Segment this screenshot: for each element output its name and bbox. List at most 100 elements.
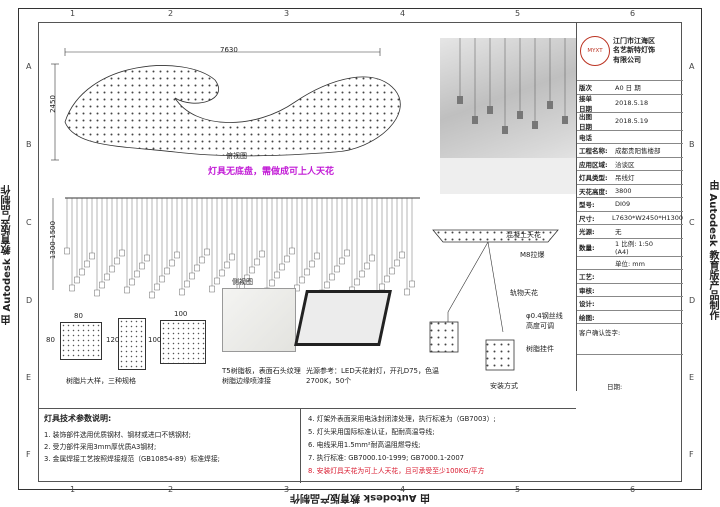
title-block-value: DI09 xyxy=(615,200,631,209)
title-block-value: 洽谈区 xyxy=(615,160,635,169)
title-block-value: 成都贵阳售楼部 xyxy=(615,147,661,156)
title-block-row: 数量:1 比例: 1:50 (A4) xyxy=(577,239,683,257)
pendant-piece xyxy=(314,252,320,260)
sample-square-80 xyxy=(60,322,102,360)
pendant-piece xyxy=(154,283,160,291)
pendant-piece xyxy=(309,260,315,268)
pendant-piece xyxy=(109,265,115,273)
installation-diagram xyxy=(429,229,559,371)
bottom-watermark: 由 Autodesk 教育版产品制作 xyxy=(290,492,431,503)
pendant-piece xyxy=(179,288,185,296)
pendant-piece xyxy=(209,285,215,293)
side-watermark-left: 由 Autodesk 教育版产品制作 xyxy=(2,185,13,326)
title-block-row: 型号: DI09 xyxy=(577,198,683,212)
pendant-piece xyxy=(204,248,210,256)
title-block-key: 设计: xyxy=(579,300,595,309)
pendant-piece xyxy=(94,289,100,297)
top-view-height-dim: 2450 xyxy=(48,95,57,113)
sample-square-100 xyxy=(160,320,206,364)
spec-left-line: 2. 受力部件采用3mm厚优质A3钢材; xyxy=(44,443,157,451)
row-letter: F xyxy=(689,450,694,459)
column-number: 4 xyxy=(400,485,406,494)
gypsum-label: 轨物天花 xyxy=(510,289,538,297)
column-number: 6 xyxy=(630,9,636,18)
pendant-piece xyxy=(249,266,255,274)
title-block-key: 版次 xyxy=(579,84,592,93)
title-block-row: 应用区域: 洽谈区 xyxy=(577,158,683,171)
pendant-piece xyxy=(324,281,330,289)
column-number: 3 xyxy=(284,485,290,494)
top-view-drawing xyxy=(51,48,401,161)
pendant-piece xyxy=(404,288,410,296)
pendant-piece xyxy=(114,257,120,265)
company-header: MYXT 江门市江海区 名艺新特灯饰 有限公司 xyxy=(577,22,683,81)
spec-divider xyxy=(300,409,301,483)
sample-caption: 树脂片大样，三种规格 xyxy=(66,377,136,385)
row-letter: C xyxy=(689,218,695,227)
title-block-key: 应用区域: xyxy=(579,160,608,169)
pendant-piece xyxy=(119,249,125,257)
pendant-piece xyxy=(254,258,260,266)
title-block-value: 单位: mm xyxy=(615,259,645,268)
row-letter: F xyxy=(26,450,31,459)
resin-panel-edge-image xyxy=(294,290,392,346)
title-block-key: 审核: xyxy=(579,286,595,295)
spec-right-line: 5. 灯头采用国际标准认证，配耐高温导线; xyxy=(308,428,435,436)
pendant-piece xyxy=(74,276,80,284)
side-view-drawing xyxy=(52,197,420,299)
pendant-piece xyxy=(159,275,165,283)
title-block-key: 出图 日期 xyxy=(579,113,592,131)
sample-dim: 80 xyxy=(74,312,83,320)
spec-notes: 灯具技术参数说明: 1. 装饰部件选用优质钢材、钢材或进口不锈钢材; 2. 受力… xyxy=(38,408,576,483)
title-block-value: 1 比例: 1:50 (A4) xyxy=(615,240,654,256)
row-letter: D xyxy=(689,296,696,305)
pendant-piece xyxy=(164,267,170,275)
sample-dim: 100 xyxy=(148,336,162,344)
pendant-piece xyxy=(304,268,310,276)
title-block-value: L7630*W2450*H1300 xyxy=(611,213,683,222)
drawing-inner-border xyxy=(38,22,682,482)
resin-panel-image xyxy=(222,288,296,352)
column-number: 1 xyxy=(70,9,76,18)
sample-dim: 80 xyxy=(46,336,55,344)
pendant-piece xyxy=(64,247,70,255)
pendant-piece xyxy=(199,256,205,264)
side-view-height-dim: 1300-1500 xyxy=(49,220,58,260)
side-watermark-right: 由 Autodesk 教育版产品制作 xyxy=(707,179,718,320)
row-letter: E xyxy=(26,373,32,382)
pendant-piece xyxy=(329,273,335,281)
product-photo xyxy=(440,38,576,194)
pendant-piece xyxy=(244,274,250,282)
title-block-row: 工程名称:成都贵阳售楼部 xyxy=(577,144,683,158)
pendant-piece xyxy=(174,251,180,259)
title-block-row: 电话 xyxy=(577,131,683,144)
spec-left-line: 1. 装饰部件选用优质钢材、钢材或进口不锈钢材; xyxy=(44,431,191,439)
pendant-piece xyxy=(339,257,345,265)
title-block-row: 尺寸:L7630*W2450*H1300 xyxy=(577,212,683,225)
spec-right-line: 4. 灯架外表面采用电泳封闭漆处理，执行标准为（GB7003）; xyxy=(308,415,496,423)
title-block-key: 天花高度: xyxy=(579,187,608,196)
spec-title: 灯具技术参数说明: xyxy=(44,414,112,423)
pendant-piece xyxy=(134,270,140,278)
pendant-piece xyxy=(219,269,225,277)
title-block-key: 灯具类型: xyxy=(579,174,608,183)
pendant-piece xyxy=(104,273,110,281)
row-letter: C xyxy=(26,218,32,227)
title-block-value: A0 日 期 xyxy=(615,84,641,93)
sample-dim: 100 xyxy=(174,310,188,318)
title-block-row: 天花高度:3800 xyxy=(577,185,683,198)
pendant-piece xyxy=(344,249,350,257)
top-view-width-dim: 7630 xyxy=(220,46,238,54)
title-block-key: 型号: xyxy=(579,201,595,210)
pendant-piece xyxy=(124,286,130,294)
pendant-piece xyxy=(259,250,265,258)
column-number: 3 xyxy=(284,9,290,18)
pendant-label: 树脂挂件 xyxy=(526,345,554,353)
pendant-piece xyxy=(369,254,375,262)
sign-date: 日期: xyxy=(607,383,623,391)
title-block-row: 灯具类型:吊线灯 xyxy=(577,171,683,185)
column-number: 4 xyxy=(400,9,406,18)
title-block-key: 工艺: xyxy=(579,273,595,282)
